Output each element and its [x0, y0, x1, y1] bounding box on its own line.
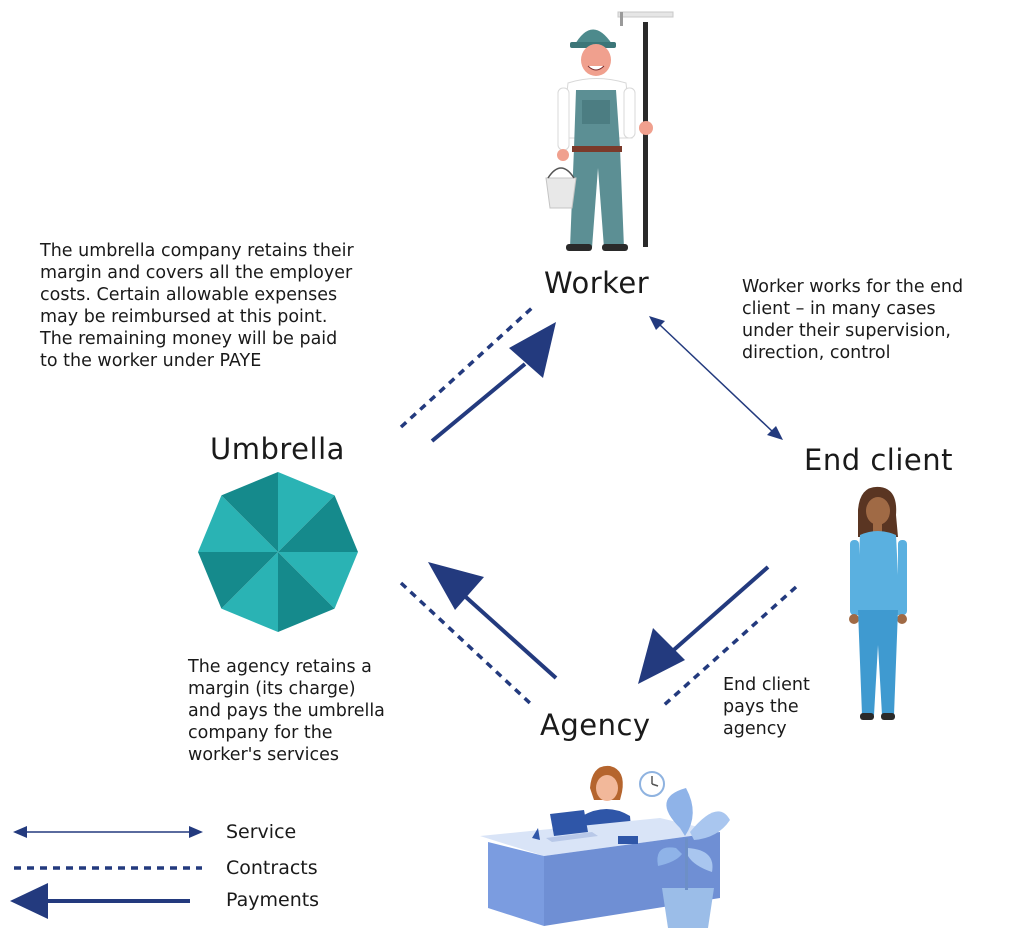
note-line: End client — [723, 675, 810, 695]
note-line: costs. Certain allowable expenses — [40, 285, 338, 305]
note-line: under their supervision, — [742, 321, 951, 341]
contract-line-umbrella-worker — [399, 305, 535, 429]
payment-arrow-agency-to-umbrella — [428, 562, 558, 680]
note-line: pays the — [723, 697, 799, 717]
worker-illustration — [545, 11, 674, 251]
umbrella-note: The umbrella company retains their margi… — [40, 240, 480, 372]
agency-label: Agency — [540, 708, 651, 742]
legend-contracts-label: Contracts — [226, 857, 318, 879]
agency-note: The agency retains a margin (its charge)… — [188, 656, 448, 766]
contract-line-agency-umbrella — [399, 581, 534, 707]
service-arrow-worker-client — [649, 316, 783, 440]
agency-illustration — [480, 765, 730, 928]
client-note: End client pays the agency — [723, 674, 853, 740]
note-line: margin (its charge) — [188, 679, 356, 699]
note-line: client – in many cases — [742, 299, 936, 319]
note-line: and pays the umbrella — [188, 701, 385, 721]
legend-payments-label: Payments — [226, 889, 320, 911]
contract-line-client-agency — [661, 585, 798, 708]
legend-service-label: Service — [226, 821, 297, 843]
worker-client-note: Worker works for the end client – in man… — [742, 276, 1012, 364]
end-client-illustration — [849, 486, 907, 720]
payment-arrow-umbrella-to-worker — [430, 322, 556, 443]
legend-service-symbol — [13, 826, 203, 838]
legend-payments-symbol — [10, 883, 190, 919]
note-line: The agency retains a — [188, 657, 372, 677]
note-line: margin and covers all the employer — [40, 263, 353, 283]
note-line: to the worker under PAYE — [40, 351, 262, 371]
note-line: The remaining money will be paid — [40, 329, 338, 349]
payment-arrow-client-to-agency — [638, 565, 770, 684]
umbrella-icon — [198, 472, 358, 632]
umbrella-label: Umbrella — [210, 432, 345, 466]
note-line: may be reimbursed at this point. — [40, 307, 328, 327]
note-line: The umbrella company retains their — [40, 241, 354, 261]
note-line: worker's services — [188, 745, 339, 765]
note-line: company for the — [188, 723, 333, 743]
note-line: Worker works for the end — [742, 277, 964, 297]
end-client-label: End client — [804, 443, 953, 477]
note-line: agency — [723, 719, 787, 739]
note-line: direction, control — [742, 343, 891, 363]
worker-label: Worker — [544, 266, 650, 300]
